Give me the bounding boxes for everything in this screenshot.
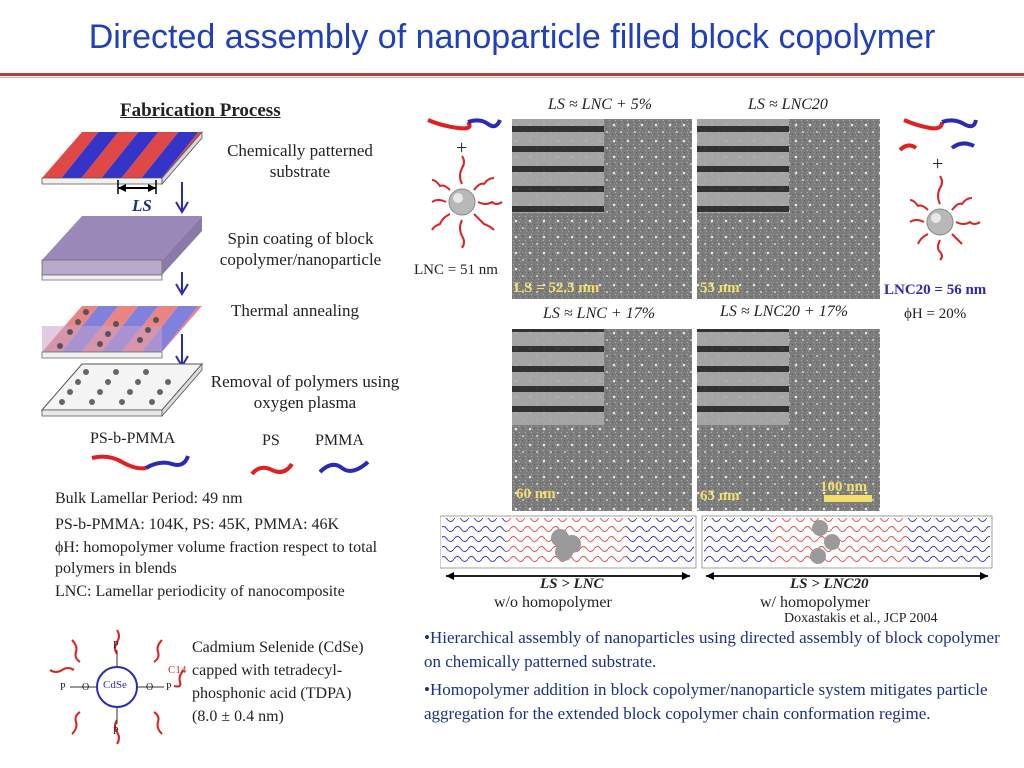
cdse-particle-icon: P P P P O O: [49, 629, 185, 745]
spin-coated-film-icon: [41, 216, 202, 281]
ls-label: LS: [132, 196, 152, 215]
cdse-line-1: Cadmium Selenide (CdSe): [192, 639, 364, 656]
step-2-label: Spin coating of block copolymer/nanopart…: [219, 229, 382, 269]
fabrication-heading: Fabrication Process: [120, 100, 281, 121]
phi-right-label: ϕH = 20%: [904, 306, 967, 322]
svg-text:P: P: [166, 682, 172, 693]
pmma-label: PMMA: [315, 432, 364, 449]
svg-text:O: O: [146, 682, 153, 693]
svg-text:+: +: [932, 153, 943, 175]
lnc-definition: LNC: Lamellar periodicity of nanocomposi…: [55, 583, 345, 600]
caption-row1-right: LS ≈ LNC20: [748, 96, 828, 113]
right-schematic-caption: w/ homopolymer: [760, 594, 870, 611]
svg-text:P: P: [60, 682, 66, 693]
cdse-line-3: phosphonic acid (TDPA): [192, 685, 352, 702]
left-schematic-caption: w/o homopolymer: [494, 594, 612, 611]
scale-bar: [824, 495, 872, 502]
lnc-left-label: LNC = 51 nm: [414, 262, 498, 278]
phi-h-definition: ϕH: homopolymer volume fraction respect …: [55, 539, 378, 577]
cdse-line-4: (8.0 ± 0.4 nm): [192, 708, 284, 725]
patterned-substrate-icon: [41, 130, 203, 194]
slide-title: Directed assembly of nanoparticle filled…: [88, 18, 936, 56]
molecular-weights: PS-b-PMMA: 104K, PS: 45K, PMMA: 46K: [55, 516, 340, 533]
sem-label-4: 65 nm: [700, 488, 740, 504]
sem-label-1: LS = 52.5 nm: [514, 280, 600, 296]
pspmma-label: PS-b-PMMA: [90, 430, 176, 447]
svg-text:+: +: [456, 137, 467, 159]
nanoparticle-rows-icon: [40, 362, 204, 418]
step-1-label: Chemically patterned substrate: [227, 141, 373, 181]
scale-bar-label: 100 nm: [820, 479, 868, 495]
ps-label: PS: [262, 432, 280, 449]
title-divider: [0, 73, 1024, 76]
caption-row2-right: LS ≈ LNC20 + 17%: [720, 303, 849, 320]
c14-label: C14: [168, 664, 187, 676]
sem-image-1: [512, 119, 692, 299]
fabrication-diagram: [40, 130, 204, 418]
right-nanocomposite-icon: +: [898, 118, 981, 261]
citation: Doxastakis et al., JCP 2004: [784, 611, 938, 626]
title-divider-light: [0, 77, 1024, 78]
lnc20-right-label: LNC20 = 56 nm: [884, 282, 987, 298]
caption-row1-left: LS ≈ LNC + 5%: [548, 96, 653, 113]
svg-text:O: O: [82, 682, 89, 693]
cdse-description: Cadmium Selenide (CdSe) capped with tetr…: [192, 636, 364, 728]
sem-label-3: 60 nm: [516, 486, 556, 502]
caption-row2-left: LS ≈ LNC + 17%: [543, 305, 656, 322]
properties-block: Bulk Lamellar Period: 49 nm PS-b-PMMA: 1…: [55, 488, 415, 602]
svg-text:P: P: [113, 640, 119, 651]
chain-conformation-schematic: [440, 515, 993, 580]
sem-image-grid: [512, 119, 880, 511]
step-3-label: Thermal annealing: [231, 301, 359, 320]
sem-image-2: [697, 119, 880, 299]
bullet-1: •Hierarchical assembly of nanoparticles …: [424, 628, 1000, 671]
polymer-chains-icon: [91, 454, 370, 476]
svg-text:P: P: [113, 726, 119, 737]
sem-label-2: 55 nm: [700, 280, 740, 296]
step-4-label: Removal of polymers using oxygen plasma: [210, 372, 400, 412]
sem-image-4: [697, 329, 880, 511]
right-eq-label: LS > LNC20: [790, 576, 869, 592]
left-nanocomposite-icon: +: [427, 118, 503, 249]
cdse-line-2: capped with tetradecyl-: [192, 662, 343, 679]
sem-image-3: [512, 329, 692, 511]
left-eq-label: LS > LNC: [540, 576, 604, 592]
annealed-film-icon: [41, 306, 202, 359]
bulk-period: Bulk Lamellar Period: 49 nm: [55, 490, 243, 507]
cdse-core-label: CdSe: [103, 679, 127, 691]
bullet-2: •Homopolymer addition in block copolymer…: [424, 680, 988, 723]
